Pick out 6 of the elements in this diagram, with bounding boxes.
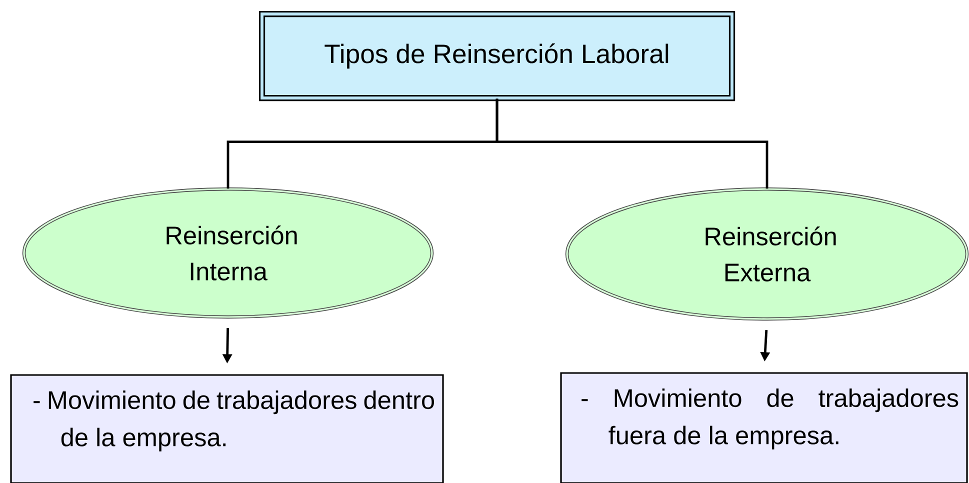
description-text: - Movimiento de trabajadores fuera de la empresa. bbox=[582, 388, 958, 450]
title-box: Tipos de Reinserción Laboral bbox=[258, 10, 736, 102]
description-box bbox=[10, 374, 444, 483]
description-text: - Movimiento de trabajadores dentro de la empresa. bbox=[34, 390, 434, 452]
connector-line bbox=[496, 98, 768, 189]
description-box bbox=[560, 372, 968, 483]
